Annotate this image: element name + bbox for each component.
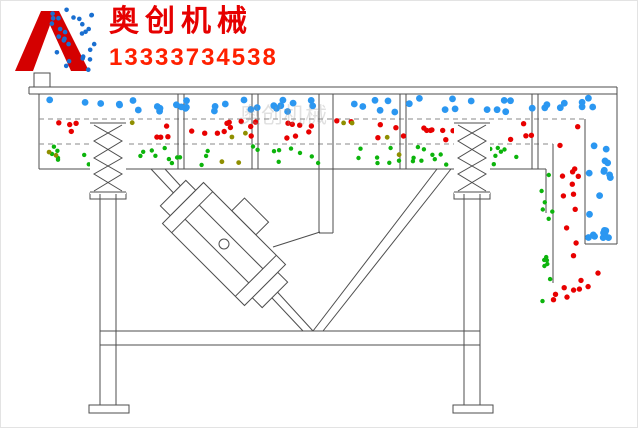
brand-title: 奥创机械 (109, 5, 253, 38)
spring-left (90, 121, 126, 194)
brand-titles: 奥创机械 13333734538 (109, 5, 278, 72)
support-legs (88, 192, 494, 414)
brand-logo (15, 7, 97, 72)
spring-right (454, 121, 490, 194)
header: 奥创机械 13333734538 (9, 5, 278, 79)
watermark-text: 奥创机械 (239, 103, 327, 128)
cross-beam (100, 330, 480, 346)
motor-body (161, 181, 287, 307)
support-springs (90, 121, 490, 194)
material-particles (46, 94, 614, 304)
logo-letter-a (15, 11, 89, 71)
feed-inlet-bracket (33, 72, 51, 88)
logo-dot-pattern (49, 7, 97, 72)
vibration-motor (159, 179, 289, 309)
phone-number: 13333734538 (109, 43, 278, 71)
